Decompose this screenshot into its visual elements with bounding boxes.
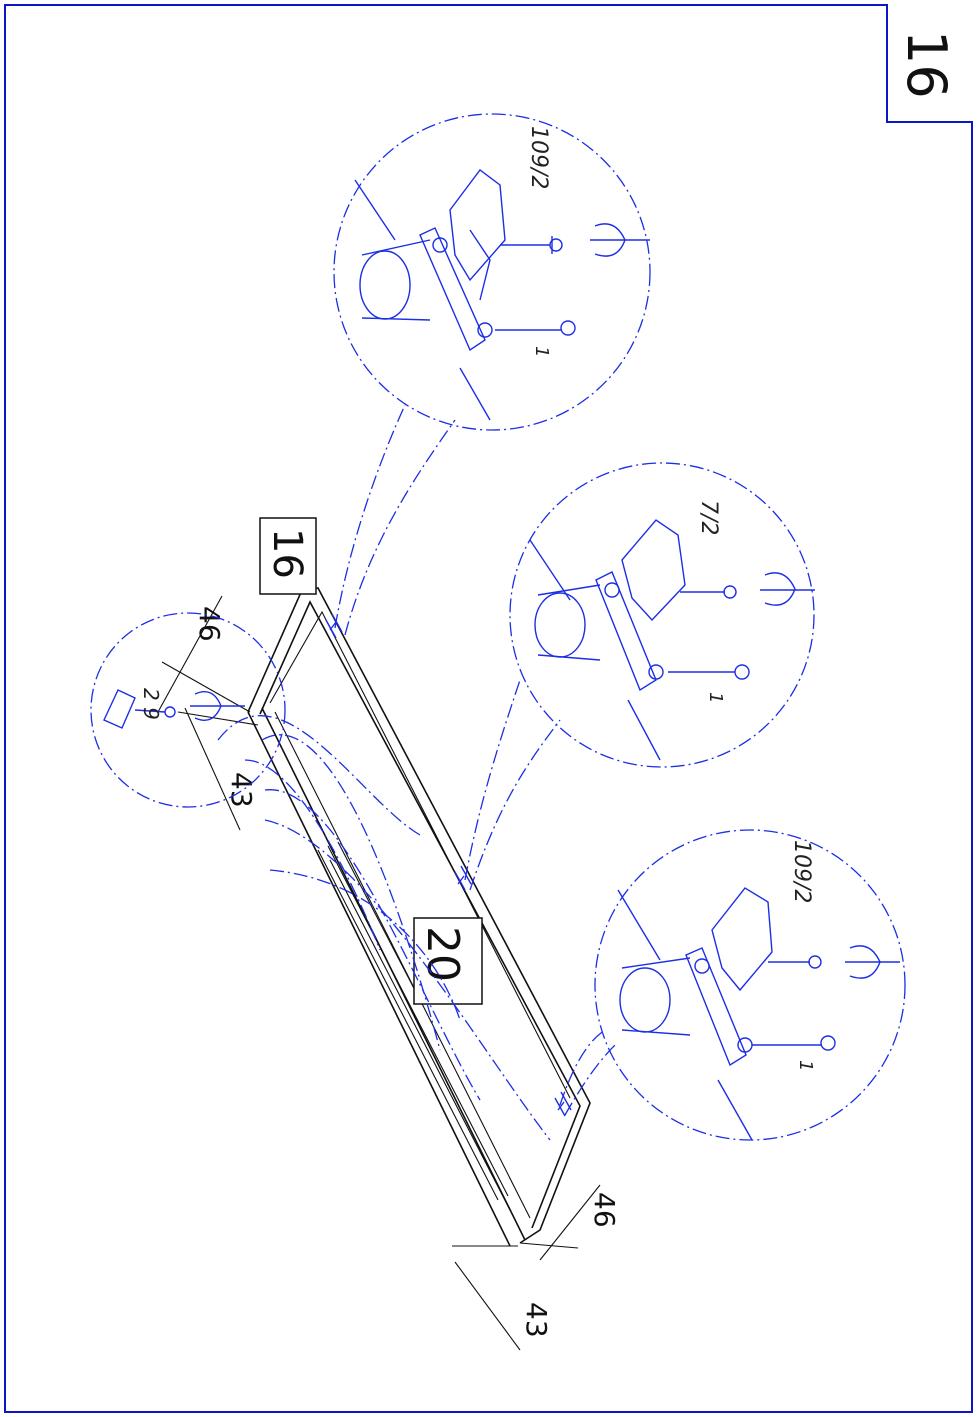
callout-part-20: 20 xyxy=(413,917,483,1005)
callout-20-label: 20 xyxy=(417,926,468,982)
detail-leaders xyxy=(217,404,616,1141)
sheet-border xyxy=(4,4,973,1413)
page-number-box: 16 xyxy=(895,30,958,99)
detail-middle-qty-screw: 1 xyxy=(705,692,726,703)
dim-46-bottom: 46 xyxy=(588,1192,621,1228)
detail-top-qty-screw: 1 xyxy=(531,346,552,357)
detail-middle-qty-main: 7/2 xyxy=(696,500,721,535)
dimension-bottom: 46 43 xyxy=(452,1184,621,1351)
rail-frame xyxy=(247,587,591,1247)
dim-46-top: 46 xyxy=(193,606,226,642)
detail-top: 109/2 1 xyxy=(333,113,651,431)
detail-bottom-qty-screw: 1 xyxy=(795,1060,816,1071)
dimension-top-left: 46 43 xyxy=(157,595,259,831)
dim-43-top: 43 xyxy=(225,772,258,808)
detail-top-qty-main: 109/2 xyxy=(526,126,551,189)
detail-bottom: 109/2 1 xyxy=(594,829,906,1141)
detail-bottom-qty-main: 109/2 xyxy=(789,840,814,903)
page-number: 16 xyxy=(895,30,958,99)
detail-left: 2 9 xyxy=(90,612,286,808)
detail-middle: 7/2 1 xyxy=(509,462,815,768)
connection-markers xyxy=(325,613,572,1117)
dim-43-bottom: 43 xyxy=(520,1302,553,1338)
detail-left-qty-main: 2 9 xyxy=(139,688,163,720)
callout-16-label: 16 xyxy=(264,528,310,579)
callout-part-16: 16 xyxy=(259,517,317,595)
